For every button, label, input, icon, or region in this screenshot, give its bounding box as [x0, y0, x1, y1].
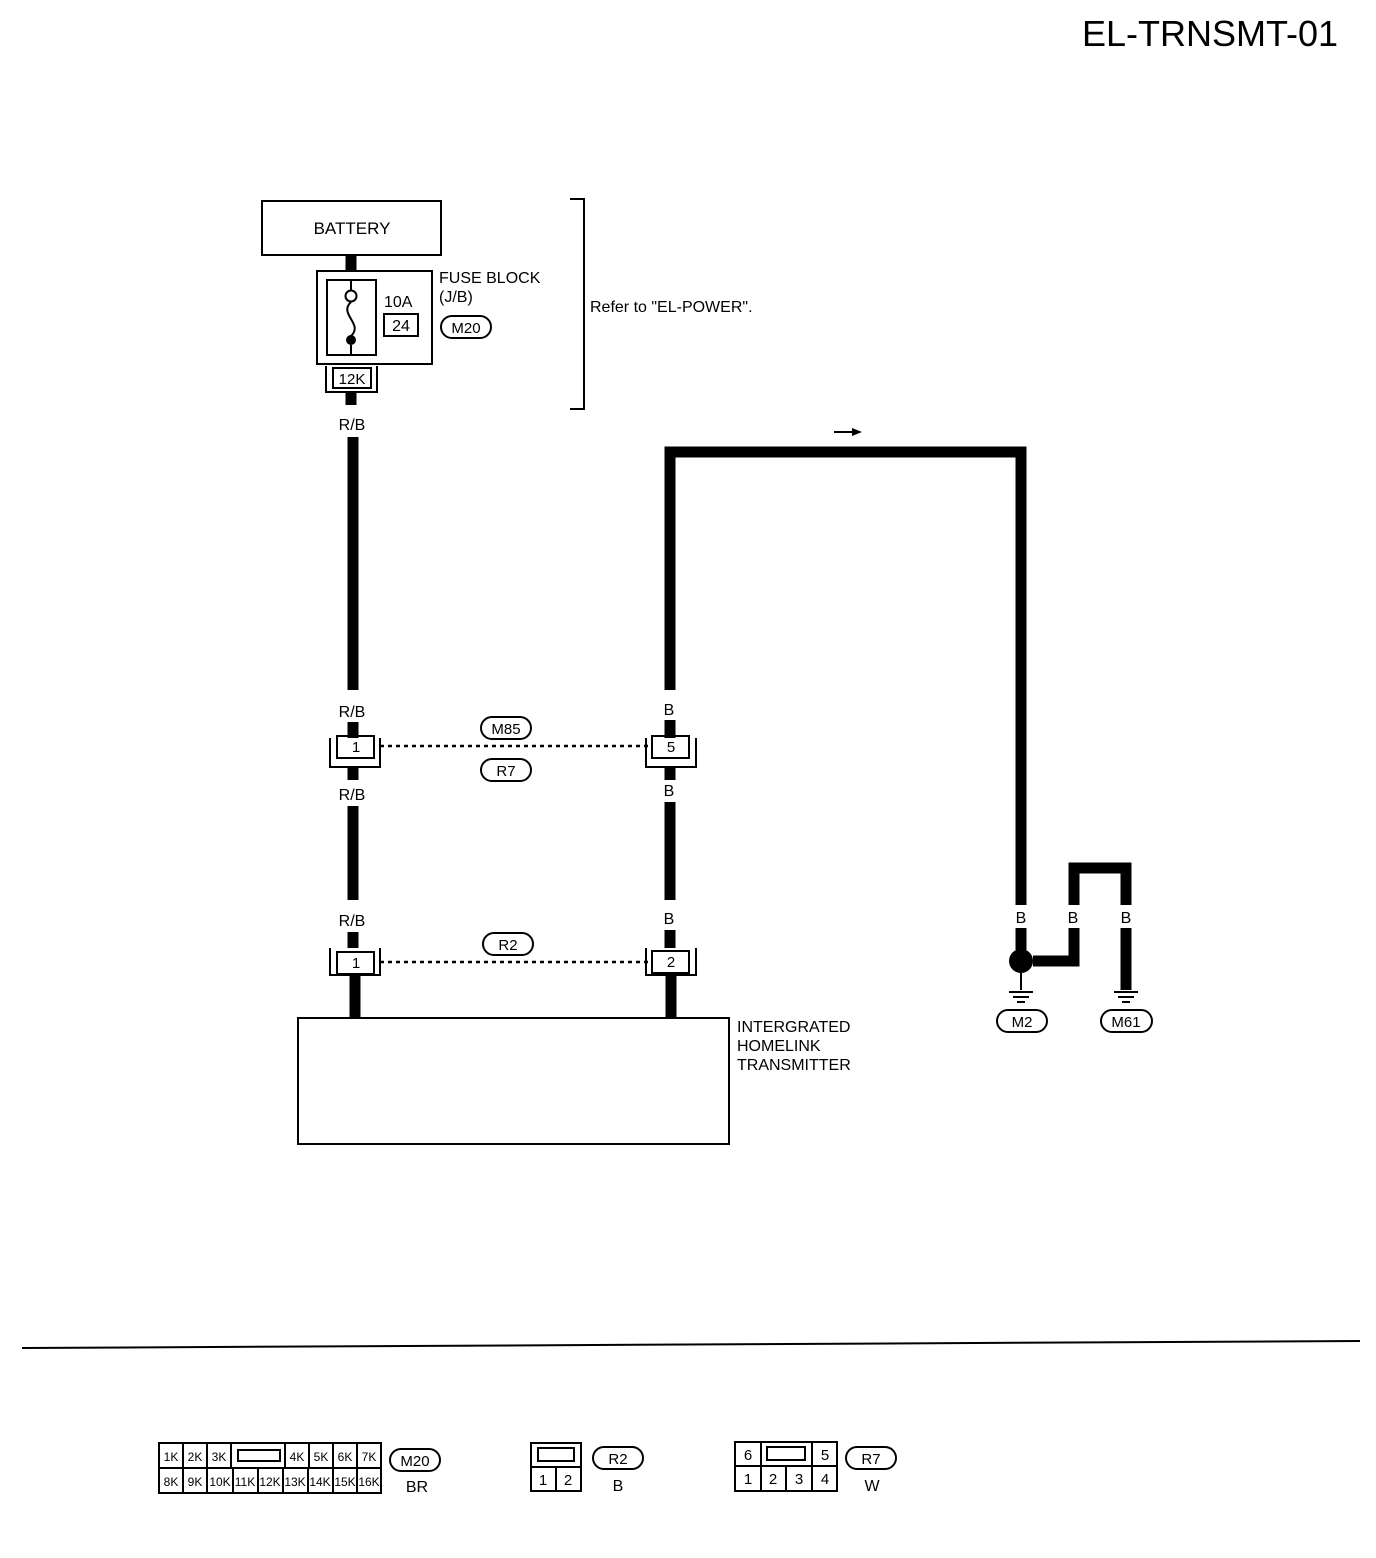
- terminal-12k: 12K: [339, 371, 366, 388]
- connector-r2-pin: 2: [667, 954, 675, 971]
- pin-label: 7K: [362, 1450, 377, 1464]
- legend-r2-tag: [592, 1446, 644, 1470]
- connector-m20-label: M20: [451, 320, 480, 337]
- pin-label: 14K: [309, 1475, 330, 1489]
- pin-label: 6: [744, 1447, 752, 1464]
- transmitter-label-2: HOMELINK: [737, 1038, 821, 1055]
- wire-color-label: R/B: [339, 787, 366, 804]
- connector-m85-tag: [480, 716, 532, 740]
- wire-color-label: B: [1016, 910, 1027, 927]
- page-title: EL-TRNSMT-01: [1082, 13, 1338, 54]
- legend-r7-color: W: [864, 1478, 880, 1495]
- fuse-block-jb: (J/B): [439, 289, 473, 306]
- pin-label: 5K: [314, 1450, 329, 1464]
- fuse-terminal-bottom: [346, 335, 356, 345]
- legend-r2-color: B: [613, 1478, 624, 1495]
- pin-label: 3K: [212, 1450, 227, 1464]
- pin-label: 11K: [235, 1475, 255, 1489]
- fuse-number: 24: [392, 318, 410, 335]
- wire-b-upper: [664, 446, 1027, 905]
- connector-r2-pin: 1: [352, 955, 360, 972]
- pin-label: 9K: [188, 1475, 203, 1489]
- pin-label: 8K: [164, 1475, 179, 1489]
- pin-label: 15K: [334, 1475, 355, 1489]
- connector-r7-label: R7: [496, 763, 515, 780]
- pin-label: 2: [564, 1472, 572, 1489]
- legend-m20-color: BR: [406, 1479, 428, 1496]
- wire-color-label: R/B: [339, 704, 366, 721]
- wire-color-label: R/B: [339, 417, 366, 434]
- wire-b-ground-link: [1033, 928, 1080, 967]
- connector-m85-pin: 5: [667, 739, 675, 756]
- connector-m85-label: M85: [491, 721, 520, 738]
- legend-r7-name: R7: [861, 1451, 880, 1468]
- connector-m20-tag: [440, 315, 492, 339]
- pin-label: 1: [744, 1471, 752, 1488]
- connector-r2-label: R2: [498, 937, 517, 954]
- legend-r2-name: R2: [608, 1451, 627, 1468]
- connector-r2-pin-box: [651, 950, 690, 974]
- legend-r7-tag: [845, 1446, 897, 1470]
- connector-m85-pin-box: [336, 735, 375, 759]
- legend-m20: 1K 2K 3K 4K 5K 6K 7K 8K 9K 10K 11K 12K 1…: [158, 1442, 382, 1494]
- wire-color-label: B: [1068, 910, 1079, 927]
- pin-label: 10K: [209, 1475, 230, 1489]
- pin-label: 13K: [284, 1475, 305, 1489]
- fuse-block-label: FUSE BLOCK: [439, 270, 541, 287]
- wire-color-label: B: [664, 783, 675, 800]
- pin-label: 2: [769, 1471, 777, 1488]
- transmitter-box: [297, 1017, 730, 1145]
- connector-r2-tag: [482, 932, 534, 956]
- divider: [21, 1340, 1361, 1349]
- wire-color-label: B: [664, 911, 675, 928]
- legend-m20-name: M20: [400, 1453, 429, 1470]
- terminal-12k-box: [332, 367, 372, 389]
- transmitter-label-3: TRANSMITTER: [737, 1057, 851, 1074]
- connector-m85-pin: 1: [352, 739, 360, 756]
- pin-label: 6K: [338, 1450, 353, 1464]
- pin-label: 1K: [164, 1450, 179, 1464]
- battery-label: BATTERY: [314, 219, 391, 238]
- pin-label: 4: [821, 1471, 829, 1488]
- legend-r7: 6 5 1 2 3 4: [734, 1441, 838, 1492]
- ground-m61-label: M61: [1111, 1014, 1140, 1031]
- pin-label: 4K: [290, 1450, 305, 1464]
- wire-color-label: B: [1121, 910, 1132, 927]
- fuse-number-box: [383, 313, 419, 337]
- refer-bracket: [570, 198, 585, 410]
- ground-m2-label: M2: [1012, 1014, 1033, 1031]
- pin-label: 1: [539, 1472, 547, 1489]
- transmitter-label-1: INTERGRATED: [737, 1019, 850, 1036]
- fuse-icon: [346, 301, 356, 337]
- wire-color-label: R/B: [339, 913, 366, 930]
- pin-label: 16K: [358, 1475, 379, 1489]
- pin-label: 2K: [188, 1450, 203, 1464]
- pin-label: 5: [821, 1447, 829, 1464]
- wire-color-label: B: [664, 702, 675, 719]
- pin-label: 3: [795, 1471, 803, 1488]
- connector-r2-pin-box: [336, 951, 375, 975]
- legend-m20-tag: [389, 1448, 441, 1472]
- arrow-icon: [852, 428, 862, 436]
- wire-b-ground-loop: [1068, 862, 1132, 905]
- connector-r7-tag: [480, 758, 532, 782]
- ground-m2-tag: [996, 1009, 1048, 1033]
- pin-label: 12K: [259, 1475, 280, 1489]
- fuse-block-box: [316, 270, 433, 365]
- fuse-amperage: 10A: [384, 294, 413, 311]
- refer-note: Refer to "EL-POWER".: [590, 299, 753, 316]
- ground-m61-tag: [1100, 1009, 1153, 1033]
- legend-r2: 1 2: [530, 1442, 582, 1492]
- fuse-terminal-top: [344, 289, 358, 303]
- ground-splice: [1009, 949, 1033, 973]
